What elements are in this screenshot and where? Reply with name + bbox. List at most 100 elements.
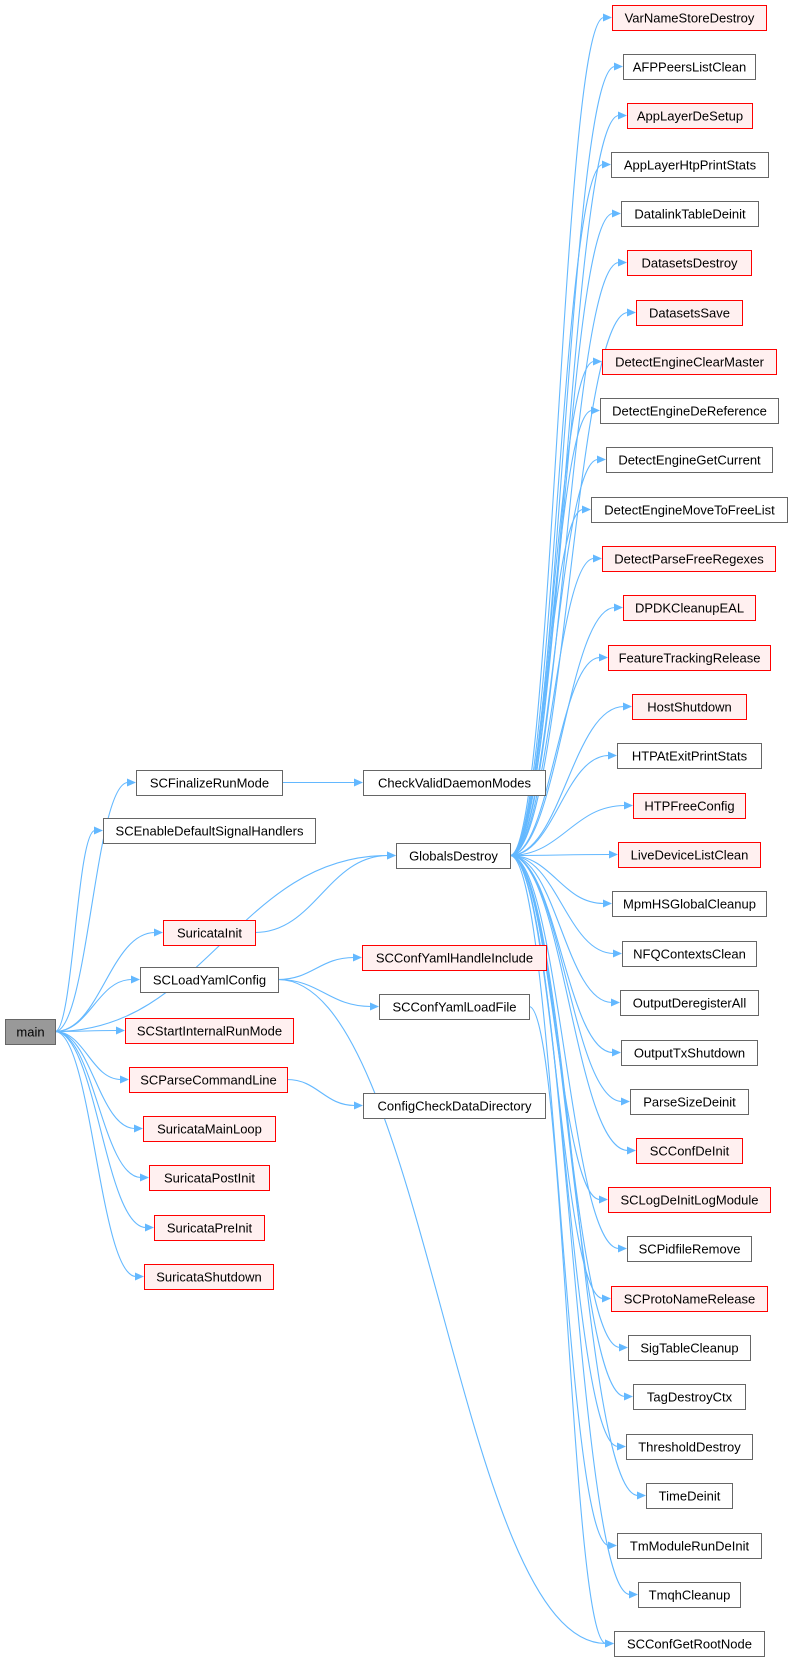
call-edge-globals-destroy-to-sc-log-de-init-log-module bbox=[509, 854, 608, 1204]
edge-line bbox=[54, 1030, 147, 1229]
node-suricata-init[interactable]: SuricataInit bbox=[163, 920, 256, 946]
call-edge-sc-load-yaml-config-to-sc-conf-yaml-handle-include bbox=[277, 953, 362, 981]
call-edge-main-to-sc-load-yaml-config bbox=[54, 975, 140, 1033]
node-sc-load-yaml-config[interactable]: SCLoadYamlConfig bbox=[140, 967, 279, 993]
node-feature-tracking-release[interactable]: FeatureTrackingRelease bbox=[608, 645, 771, 671]
edge-line bbox=[509, 854, 631, 1596]
edge-line bbox=[509, 854, 629, 1152]
arrowhead-icon bbox=[609, 850, 618, 859]
node-sc-proto-name-release[interactable]: SCProtoNameRelease bbox=[611, 1286, 768, 1312]
node-sig-table-cleanup[interactable]: SigTableCleanup bbox=[628, 1335, 751, 1361]
edge-line bbox=[509, 557, 595, 857]
node-sc-conf-get-root-node[interactable]: SCConfGetRootNode bbox=[614, 1631, 765, 1657]
node-parse-size-deinit[interactable]: ParseSizeDeinit bbox=[630, 1089, 749, 1115]
node-tag-destroy-ctx[interactable]: TagDestroyCtx bbox=[633, 1384, 746, 1410]
node-box bbox=[363, 770, 546, 796]
arrowhead-icon bbox=[612, 209, 621, 218]
node-globals-destroy[interactable]: GlobalsDestroy bbox=[396, 843, 511, 869]
call-edge-globals-destroy-to-app-layer-htp-print-stats bbox=[509, 160, 611, 857]
node-app-layer-de-setup[interactable]: AppLayerDeSetup bbox=[627, 103, 753, 129]
node-box bbox=[636, 1138, 743, 1164]
node-sc-conf-yaml-handle-include[interactable]: SCConfYamlHandleInclude bbox=[362, 945, 547, 971]
node-config-check-data-directory[interactable]: ConfigCheckDataDirectory bbox=[363, 1093, 546, 1119]
node-time-deinit[interactable]: TimeDeinit bbox=[646, 1483, 733, 1509]
node-sc-conf-de-init[interactable]: SCConfDeInit bbox=[636, 1138, 743, 1164]
edge-line bbox=[277, 978, 372, 1008]
node-htp-free-config[interactable]: HTPFreeConfig bbox=[633, 793, 746, 819]
node-detect-engine-clear-master[interactable]: DetectEngineClearMaster bbox=[602, 349, 777, 375]
node-detect-engine-de-reference[interactable]: DetectEngineDeReference bbox=[600, 398, 779, 424]
node-output-deregister-all[interactable]: OutputDeregisterAll bbox=[620, 990, 759, 1016]
node-suricata-pre-init[interactable]: SuricataPreInit bbox=[154, 1215, 265, 1241]
node-check-valid-daemon-modes[interactable]: CheckValidDaemonModes bbox=[363, 770, 546, 796]
node-host-shutdown[interactable]: HostShutdown bbox=[632, 694, 747, 720]
edge-line bbox=[54, 1030, 142, 1179]
node-datasets-destroy[interactable]: DatasetsDestroy bbox=[627, 250, 752, 276]
node-label: DatalinkTableDeinit bbox=[634, 207, 746, 222]
edge-line bbox=[509, 854, 620, 1250]
node-box bbox=[136, 770, 283, 796]
call-edge-main-to-suricata-post-init bbox=[54, 1030, 149, 1182]
node-suricata-post-init[interactable]: SuricataPostInit bbox=[149, 1165, 270, 1191]
call-edge-globals-destroy-to-detect-parse-free-regexes bbox=[509, 554, 602, 857]
edge-line bbox=[509, 854, 613, 1004]
node-label: AppLayerHtpPrintStats bbox=[624, 158, 757, 173]
node-label: SigTableCleanup bbox=[640, 1341, 738, 1356]
node-datalink-table-deinit[interactable]: DatalinkTableDeinit bbox=[621, 201, 759, 227]
node-sc-conf-yaml-load-file[interactable]: SCConfYamlLoadFile bbox=[379, 994, 530, 1020]
arrowhead-icon bbox=[605, 1639, 614, 1648]
arrowhead-icon bbox=[612, 1048, 621, 1057]
call-edge-globals-destroy-to-datasets-save bbox=[509, 308, 636, 857]
node-app-layer-htp-print-stats[interactable]: AppLayerHtpPrintStats bbox=[611, 152, 769, 178]
node-box bbox=[612, 891, 767, 917]
node-label: SuricataShutdown bbox=[156, 1270, 262, 1285]
call-edge-globals-destroy-to-sc-proto-name-release bbox=[509, 854, 611, 1303]
node-sc-pidfile-remove[interactable]: SCPidfileRemove bbox=[627, 1236, 752, 1262]
node-afp-peers-list-clean[interactable]: AFPPeersListClean bbox=[623, 54, 756, 80]
node-sc-parse-command-line[interactable]: SCParseCommandLine bbox=[129, 1067, 288, 1093]
node-box bbox=[617, 1533, 762, 1559]
node-detect-parse-free-regexes[interactable]: DetectParseFreeRegexes bbox=[602, 546, 776, 572]
node-label: SCConfGetRootNode bbox=[627, 1637, 752, 1652]
node-tm-module-run-de-init[interactable]: TmModuleRunDeInit bbox=[617, 1533, 762, 1559]
edge-line bbox=[54, 978, 133, 1033]
node-sc-enable-default-signal-handlers[interactable]: SCEnableDefaultSignalHandlers bbox=[103, 818, 316, 844]
edge-line bbox=[509, 656, 601, 857]
call-nodes: mainSCFinalizeRunModeSCEnableDefaultSign… bbox=[5, 5, 788, 1657]
arrowhead-icon bbox=[602, 160, 611, 169]
node-suricata-shutdown[interactable]: SuricataShutdown bbox=[144, 1264, 274, 1290]
node-sc-start-internal-run-mode[interactable]: SCStartInternalRunMode bbox=[125, 1018, 294, 1044]
call-edge-globals-destroy-to-mpm-hs-global-cleanup bbox=[509, 854, 612, 908]
node-mpm-hs-global-cleanup[interactable]: MpmHSGlobalCleanup bbox=[612, 891, 767, 917]
node-label: SCPidfileRemove bbox=[639, 1242, 741, 1257]
node-datasets-save[interactable]: DatasetsSave bbox=[636, 300, 743, 326]
node-sc-finalize-run-mode[interactable]: SCFinalizeRunMode bbox=[136, 770, 283, 796]
node-live-device-list-clean[interactable]: LiveDeviceListClean bbox=[618, 842, 761, 868]
arrowhead-icon bbox=[637, 1491, 646, 1500]
node-box bbox=[627, 250, 752, 276]
call-edge-sc-load-yaml-config-to-sc-conf-yaml-load-file bbox=[277, 978, 379, 1011]
node-tmqh-cleanup[interactable]: TmqhCleanup bbox=[638, 1582, 741, 1608]
call-edge-globals-destroy-to-detect-engine-get-current bbox=[509, 455, 606, 857]
node-box bbox=[5, 1019, 56, 1045]
node-label: DetectEngineMoveToFreeList bbox=[604, 503, 775, 518]
node-label: DatasetsDestroy bbox=[641, 256, 738, 271]
node-label: DetectEngineGetCurrent bbox=[618, 453, 761, 468]
node-nfq-contexts-clean[interactable]: NFQContextsClean bbox=[622, 941, 757, 967]
node-box bbox=[591, 497, 788, 523]
node-box bbox=[602, 349, 777, 375]
node-suricata-main-loop[interactable]: SuricataMainLoop bbox=[143, 1116, 276, 1142]
node-htp-at-exit-print-stats[interactable]: HTPAtExitPrintStats bbox=[617, 743, 762, 769]
call-edge-globals-destroy-to-live-device-list-clean bbox=[509, 850, 618, 859]
node-output-tx-shutdown[interactable]: OutputTxShutdown bbox=[621, 1040, 758, 1066]
call-edge-globals-destroy-to-detect-engine-move-to-free-list bbox=[509, 505, 591, 857]
node-label: DetectEngineDeReference bbox=[612, 404, 767, 419]
node-threshold-destroy[interactable]: ThresholdDestroy bbox=[626, 1434, 753, 1460]
node-sc-log-de-init-log-module[interactable]: SCLogDeInitLogModule bbox=[608, 1187, 771, 1213]
node-dpdk-cleanup-eal[interactable]: DPDKCleanupEAL bbox=[623, 595, 756, 621]
node-var-name-store-destroy[interactable]: VarNameStoreDestroy bbox=[612, 5, 767, 31]
node-detect-engine-get-current[interactable]: DetectEngineGetCurrent bbox=[606, 447, 773, 473]
node-detect-engine-move-to-free-list[interactable]: DetectEngineMoveToFreeList bbox=[591, 497, 788, 523]
call-edge-main-to-suricata-pre-init bbox=[54, 1030, 154, 1232]
arrowhead-icon bbox=[370, 1002, 379, 1011]
